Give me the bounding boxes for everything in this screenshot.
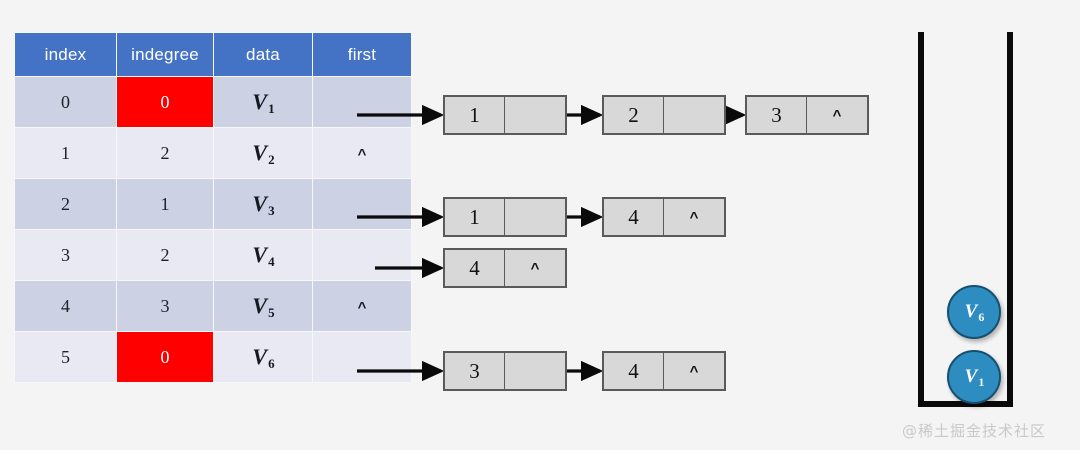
cell-data: V1 [214,77,312,127]
cell-data: V3 [214,179,312,229]
list-node: 4^ [443,248,567,288]
cell-first [313,230,411,280]
column-header-index: index [15,33,116,76]
null-pointer-marker: ^ [357,298,367,316]
cell-index: 4 [15,281,116,331]
node-value-cell: 3 [747,97,807,133]
cell-indegree: 2 [117,128,213,178]
cell-indegree: 2 [117,230,213,280]
node-null-next-cell: ^ [689,208,699,226]
vertex-subscript: 2 [268,152,275,167]
node-next-pointer-cell [505,97,565,133]
node-next-pointer-cell [505,199,565,235]
vertex-label: V1 [252,89,275,116]
cell-indegree: 3 [117,281,213,331]
stack-item: V1 [947,350,1001,404]
list-node: 2 [602,95,726,135]
vertex-subscript: 3 [268,203,275,218]
stack-vertex-label: V6 [964,301,985,324]
cell-indegree: 1 [117,179,213,229]
cell-data: V5 [214,281,312,331]
stack-vertex-label: V1 [964,366,985,389]
cell-index: 1 [15,128,116,178]
cell-index: 2 [15,179,116,229]
cell-indegree: 0 [117,332,213,382]
stack-item: V6 [947,285,1001,339]
cell-first [313,179,411,229]
column-header-first: first [313,33,411,76]
cell-data: V6 [214,332,312,382]
list-node: 4^ [602,197,726,237]
node-null-next-cell: ^ [689,362,699,380]
node-value-cell: 2 [604,97,664,133]
vertex-subscript: 5 [268,305,275,320]
null-pointer-marker: ^ [357,145,367,163]
vertex-label: V3 [252,191,275,218]
stack-vertex-subscript: 6 [978,310,985,324]
list-node: 3^ [745,95,869,135]
watermark-text: @稀土掘金技术社区 [902,422,1047,440]
cell-data: V4 [214,230,312,280]
node-value-cell: 4 [445,250,505,286]
cell-indegree: 0 [117,77,213,127]
cell-first [313,77,411,127]
cell-index: 3 [15,230,116,280]
node-next-pointer-cell [505,353,565,389]
list-node: 4^ [602,351,726,391]
stack-container [918,32,1013,407]
node-value-cell: 4 [604,353,664,389]
vertex-label: V4 [252,242,275,269]
list-node: 3 [443,351,567,391]
node-next-pointer-cell [664,97,724,133]
list-node: 1 [443,197,567,237]
node-value-cell: 3 [445,353,505,389]
cell-first: ^ [313,128,411,178]
node-value-cell: 1 [445,199,505,235]
column-header-data: data [214,33,312,76]
stack-vertex-subscript: 1 [978,375,985,389]
cell-index: 5 [15,332,116,382]
node-null-next-cell: ^ [530,259,540,277]
list-node: 1 [443,95,567,135]
vertex-label: V5 [252,293,275,320]
table-header-row: index indegree data first [15,33,411,76]
cell-first: ^ [313,281,411,331]
vertex-subscript: 6 [268,356,275,371]
vertex-subscript: 4 [268,254,275,269]
node-value-cell: 1 [445,97,505,133]
node-null-next-cell: ^ [832,106,842,124]
vertex-label: V6 [252,344,275,371]
node-value-cell: 4 [604,199,664,235]
cell-index: 0 [15,77,116,127]
cell-data: V2 [214,128,312,178]
vertex-label: V2 [252,140,275,167]
vertex-subscript: 1 [268,101,275,116]
cell-first [313,332,411,382]
column-header-indegree: indegree [117,33,213,76]
